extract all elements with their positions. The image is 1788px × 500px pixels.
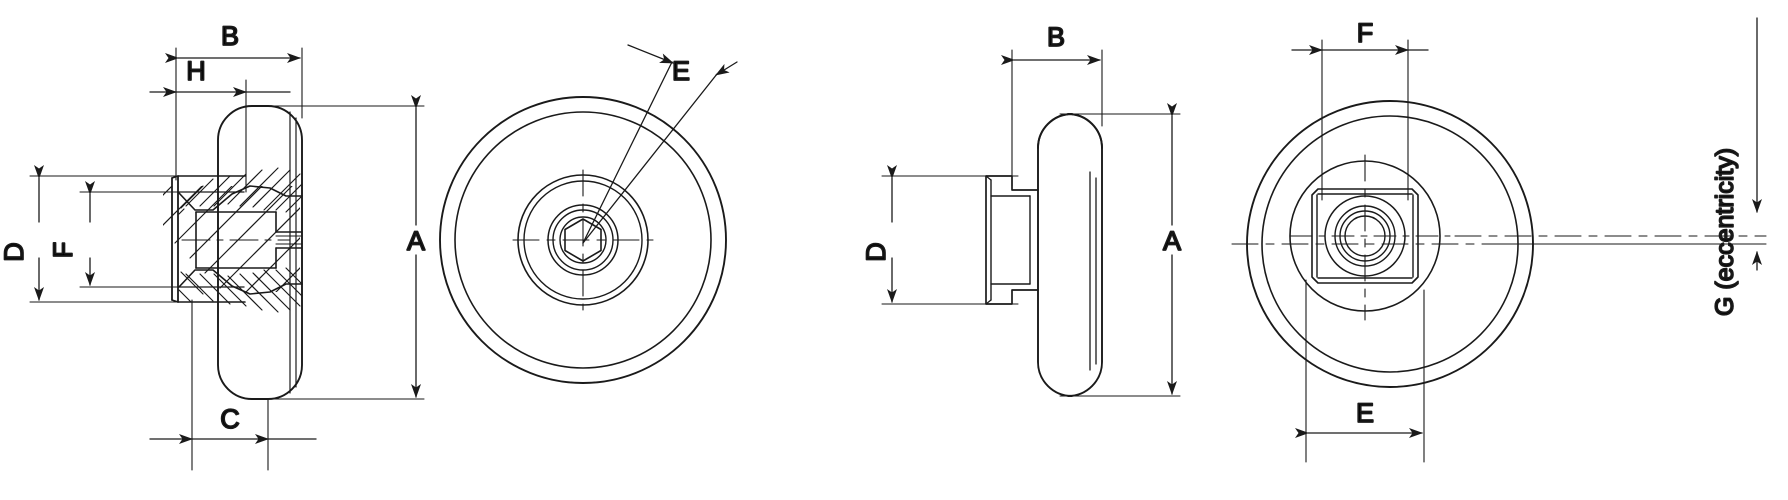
dimension-G-view4 <box>1454 17 1767 271</box>
dimension-label-B-view1: B <box>221 21 239 51</box>
dimension-F-view4 <box>1291 39 1429 201</box>
dimension-label-H-view1: H <box>186 56 206 86</box>
dimension-label-B-view3: B <box>1047 22 1065 52</box>
view3-section-geometry <box>985 113 1103 397</box>
view1-section-geometry <box>163 105 303 400</box>
dimension-C-view1 <box>149 299 317 471</box>
dimension-E-view2 <box>582 44 738 244</box>
dimension-E-view4 <box>1295 279 1425 463</box>
dimension-D-view1 <box>29 165 179 303</box>
dimension-label-F-view1: F <box>48 242 78 259</box>
dimension-label-D-view3: D <box>861 242 891 262</box>
view2-front-geometry <box>439 96 727 384</box>
dimension-A-view1 <box>257 95 425 400</box>
dimension-label-G-view4: G (eccentricity) <box>1711 148 1739 316</box>
dimension-label-D-view1: D <box>0 242 29 262</box>
dimension-A-view3 <box>1059 103 1181 397</box>
dimension-label-E-view4: E <box>1356 398 1374 428</box>
dimension-B-view3 <box>1001 49 1103 187</box>
dimension-label-A-view3: A <box>1163 226 1181 256</box>
dimension-label-C-view1: C <box>220 404 240 434</box>
dimension-H-view1 <box>149 79 291 193</box>
dimension-label-F-view4: F <box>1357 18 1374 48</box>
dimension-F-view1 <box>79 181 187 288</box>
dimension-label-E-view2: E <box>672 56 690 86</box>
view4-front-geometry <box>1231 100 1534 388</box>
dimension-D-view3 <box>881 165 1019 305</box>
dimension-label-A-view1: A <box>407 226 425 256</box>
